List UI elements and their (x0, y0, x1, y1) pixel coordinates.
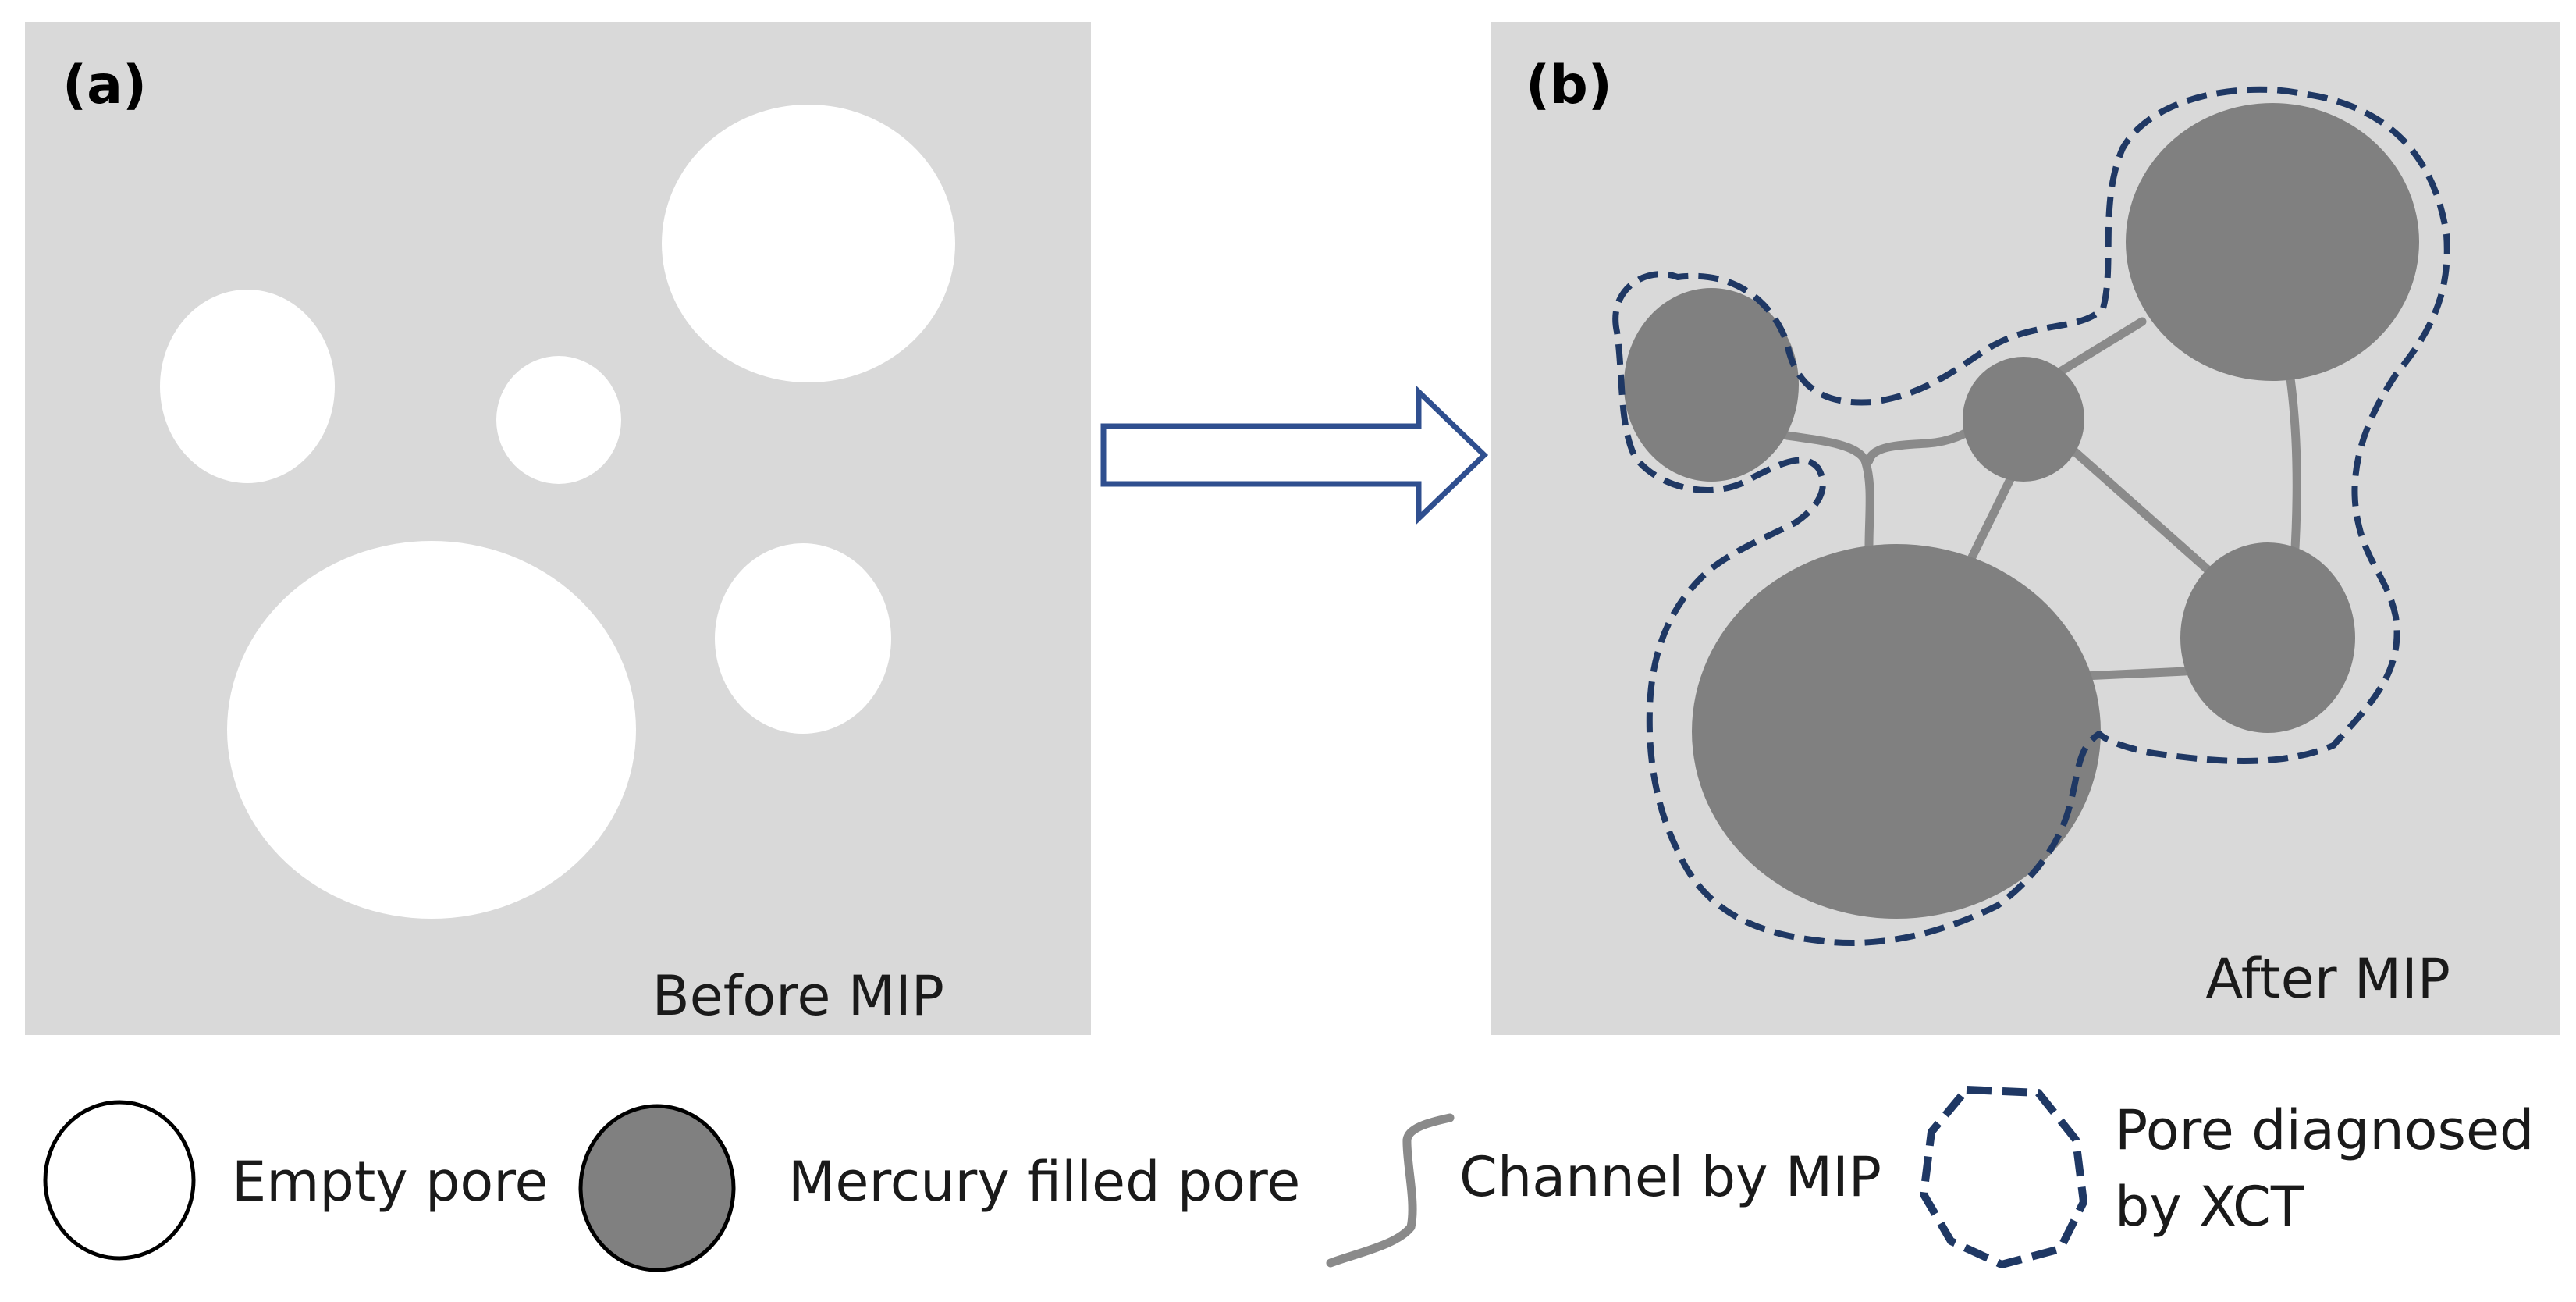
legend-channel-icon (1326, 1113, 1455, 1268)
filled-pore (1624, 288, 1799, 482)
empty-pore (227, 541, 636, 919)
legend-xct-label-line2: by XCT (2115, 1175, 2304, 1239)
panel-b: (b) After MIP (1491, 22, 2560, 1035)
panel-a: (a) Before MIP (25, 22, 1091, 1035)
filled-pore (2126, 103, 2419, 381)
filled-pore (2180, 542, 2355, 733)
channel (1962, 471, 2016, 573)
empty-pore (715, 543, 891, 734)
empty-pore (496, 356, 621, 484)
legend-xct-outline-icon (1920, 1086, 2087, 1268)
channel (2079, 667, 2190, 681)
legend-empty-pore-label: Empty pore (232, 1150, 549, 1214)
right-arrow-icon (1100, 385, 1489, 525)
panel-a-caption: Before MIP (652, 964, 944, 1028)
empty-pore (160, 290, 335, 483)
channel (2057, 317, 2147, 375)
legend-filled-pore-icon (578, 1104, 736, 1272)
xct-outline (1612, 86, 2450, 946)
panel-b-caption: After MIP (2205, 947, 2450, 1011)
legend-channel-label: Channel by MIP (1459, 1145, 1881, 1209)
channel (2070, 446, 2217, 578)
legend-xct-label-line1: Pore diagnosed (2115, 1098, 2534, 1162)
channel (2286, 374, 2301, 567)
legend-filled-pore-label: Mercury filled pore (788, 1150, 1300, 1214)
channel-network (1782, 317, 2301, 681)
panel-b-label: (b) (1526, 55, 1612, 116)
panel-a-label: (a) (62, 55, 147, 116)
legend-empty-pore-icon (43, 1100, 196, 1261)
filled-pore (1692, 544, 2101, 919)
filled-pore (1963, 357, 2084, 482)
empty-pore (662, 105, 955, 382)
legend: Empty pore Mercury filled pore Channel b… (43, 1086, 2534, 1272)
